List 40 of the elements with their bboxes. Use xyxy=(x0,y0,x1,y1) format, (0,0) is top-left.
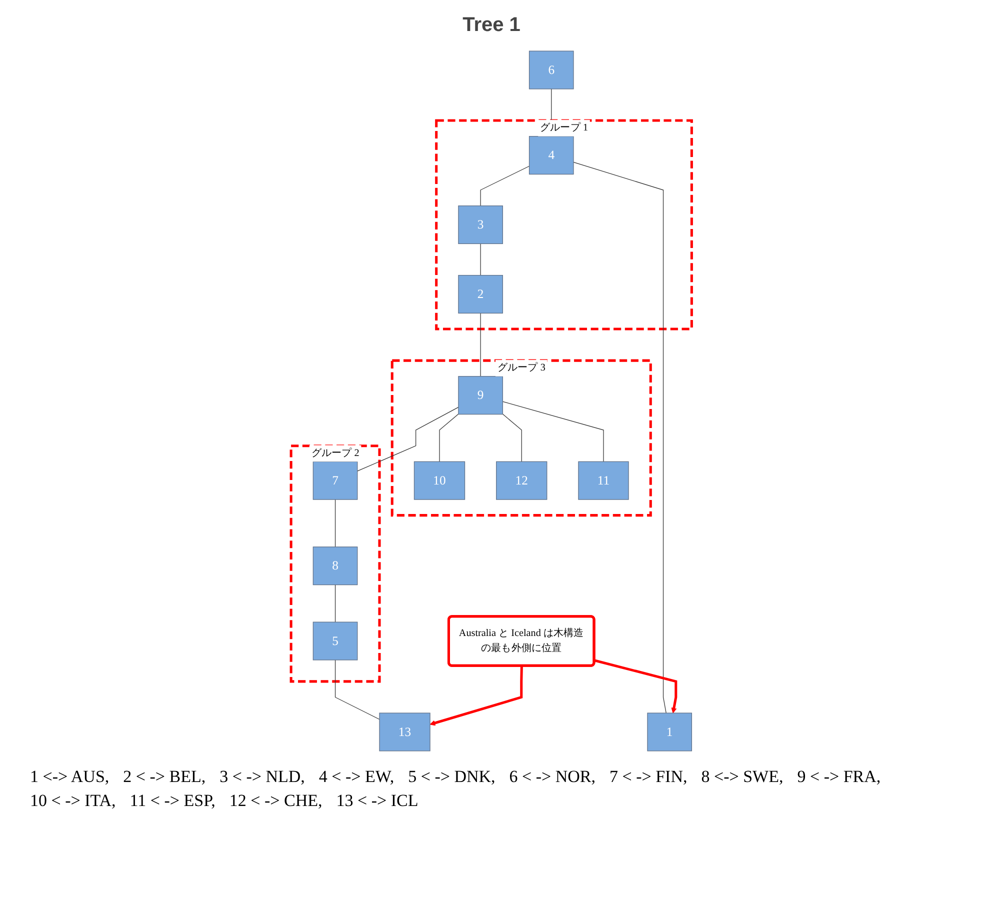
node-box: 3 xyxy=(458,206,504,244)
node-box: 2 xyxy=(458,274,504,314)
mapping-note: 11 < -> ESP, xyxy=(130,791,216,811)
connector xyxy=(480,166,530,206)
mapping-note: 3 < -> NLD, xyxy=(220,767,305,787)
mapping-note: 7 < -> FIN, xyxy=(610,767,688,787)
node-box: 11 xyxy=(578,461,629,500)
node-box: 6 xyxy=(529,50,574,90)
node-box: 7 xyxy=(312,461,358,500)
diagram-title: Tree 1 xyxy=(462,14,522,37)
mapping-note: 2 < -> BEL, xyxy=(123,767,206,787)
connector xyxy=(480,312,481,377)
node-box: 8 xyxy=(312,546,358,586)
node-box: 12 xyxy=(496,461,548,500)
node-box: 5 xyxy=(312,622,358,660)
connector xyxy=(573,162,667,714)
mapping-note: 8 <-> SWE, xyxy=(701,767,784,787)
node-box: 13 xyxy=(379,712,430,752)
mapping-note: 1 <-> AUS, xyxy=(30,767,110,787)
arrow xyxy=(594,659,678,714)
mapping-note: 6 < -> NOR, xyxy=(509,767,596,787)
arrow xyxy=(430,666,524,726)
node-box: 4 xyxy=(529,136,574,175)
connector xyxy=(480,243,481,276)
node-box: 10 xyxy=(414,461,466,500)
mapping-note: 13 < -> ICL xyxy=(336,791,418,811)
connector xyxy=(439,414,459,462)
connector xyxy=(335,499,336,548)
connector xyxy=(502,414,522,462)
mapping-note: 4 < -> EW, xyxy=(318,767,394,787)
mapping-note: 5 < -> DNK, xyxy=(408,767,496,787)
connector xyxy=(335,660,380,720)
connector xyxy=(502,401,604,462)
mapping-note: 9 < -> FRA, xyxy=(797,767,881,787)
mapping-note: 12 < -> CHE, xyxy=(229,791,322,811)
connector xyxy=(335,584,336,622)
connector xyxy=(357,406,459,472)
node-box: 9 xyxy=(458,376,504,415)
mapping-note: 10 < -> ITA, xyxy=(30,791,116,811)
node-box: 1 xyxy=(647,712,692,752)
